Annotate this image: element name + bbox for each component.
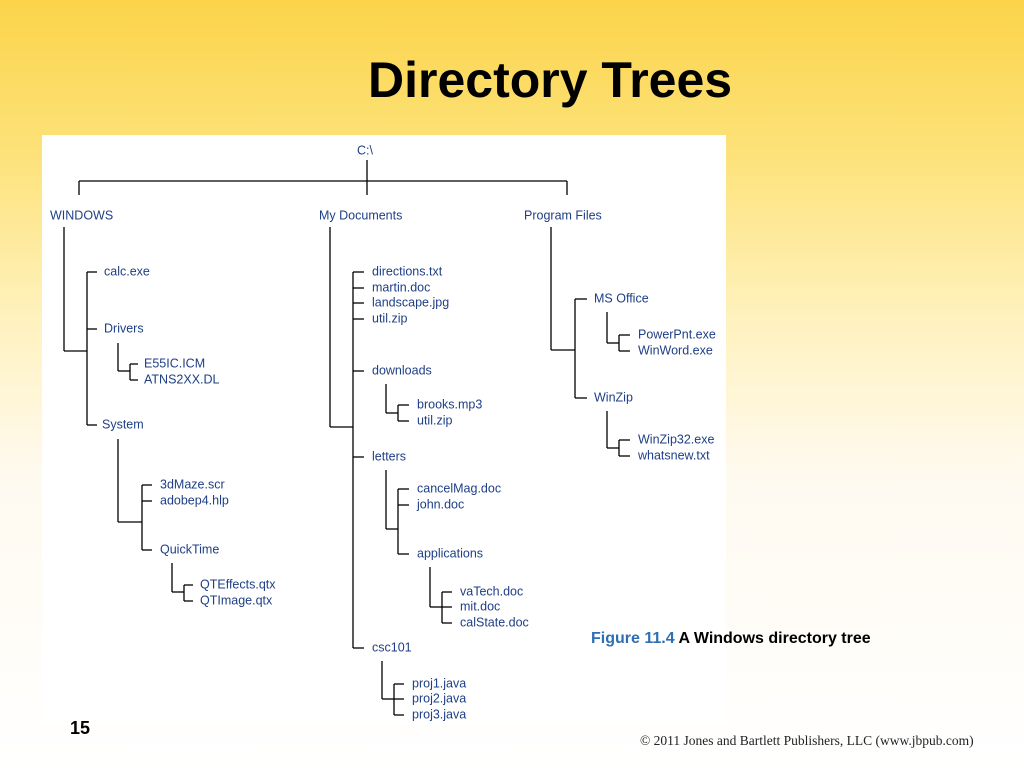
node-e55ic-icm: E55IC.ICM [144, 356, 205, 370]
node-windows: WINDOWS [50, 208, 113, 222]
node-mit-doc: mit.doc [460, 599, 500, 613]
node-winzip32-exe: WinZip32.exe [638, 432, 714, 446]
node-winword-exe: WinWord.exe [638, 343, 713, 357]
node-applications: applications [417, 546, 483, 560]
node-root: C:\ [357, 143, 374, 157]
copyright-notice: © 2011 Jones and Bartlett Publishers, LL… [640, 733, 974, 748]
page-number: 15 [70, 718, 91, 738]
directory-tree-diagram: C:\ WINDOWS calc.exe Drivers E55IC.ICM A… [50, 143, 716, 721]
node-drivers: Drivers [104, 321, 144, 335]
node-brooks-mp3: brooks.mp3 [417, 397, 482, 411]
node-calstate-doc: calState.doc [460, 615, 529, 629]
node-powerpnt-exe: PowerPnt.exe [638, 327, 716, 341]
node-atns2xx-dl: ATNS2XX.DL [144, 372, 220, 386]
node-system: System [102, 417, 144, 431]
figure-caption-text: A Windows directory tree [674, 630, 871, 647]
node-cancelmag-doc: cancelMag.doc [417, 481, 501, 495]
node-proj1-java: proj1.java [412, 676, 466, 690]
node-proj3-java: proj3.java [412, 707, 466, 721]
node-martin-doc: martin.doc [372, 280, 430, 294]
node-qteffects-qtx: QTEffects.qtx [200, 577, 276, 591]
figure-panel: C:\ WINDOWS calc.exe Drivers E55IC.ICM A… [42, 135, 726, 725]
tree-connectors [63, 160, 630, 716]
node-qtimage-qtx: QTImage.qtx [200, 593, 273, 607]
node-program-files: Program Files [524, 208, 602, 222]
node-quicktime: QuickTime [160, 542, 219, 556]
figure-caption: Figure 11.4 A Windows directory tree [591, 630, 871, 648]
node-whatsnew-txt: whatsnew.txt [637, 448, 710, 462]
node-csc101: csc101 [372, 640, 412, 654]
node-vatech-doc: vaTech.doc [460, 584, 523, 598]
node-3dmaze-scr: 3dMaze.scr [160, 477, 225, 491]
figure-number: Figure 11.4 [591, 630, 675, 647]
node-landscape-jpg: landscape.jpg [372, 295, 449, 309]
node-letters: letters [372, 449, 406, 463]
node-winzip: WinZip [594, 390, 633, 404]
node-downloads: downloads [372, 363, 432, 377]
node-proj2-java: proj2.java [412, 691, 466, 705]
node-ms-office: MS Office [594, 291, 649, 305]
node-my-documents: My Documents [319, 208, 402, 222]
node-john-doc: john.doc [416, 497, 464, 511]
node-adobep4-hlp: adobep4.hlp [160, 493, 229, 507]
slide-title: Directory Trees [368, 52, 733, 108]
node-downloads-util-zip: util.zip [417, 413, 452, 427]
node-directions-txt: directions.txt [372, 264, 443, 278]
node-util-zip: util.zip [372, 311, 407, 325]
node-calc-exe: calc.exe [104, 264, 150, 278]
